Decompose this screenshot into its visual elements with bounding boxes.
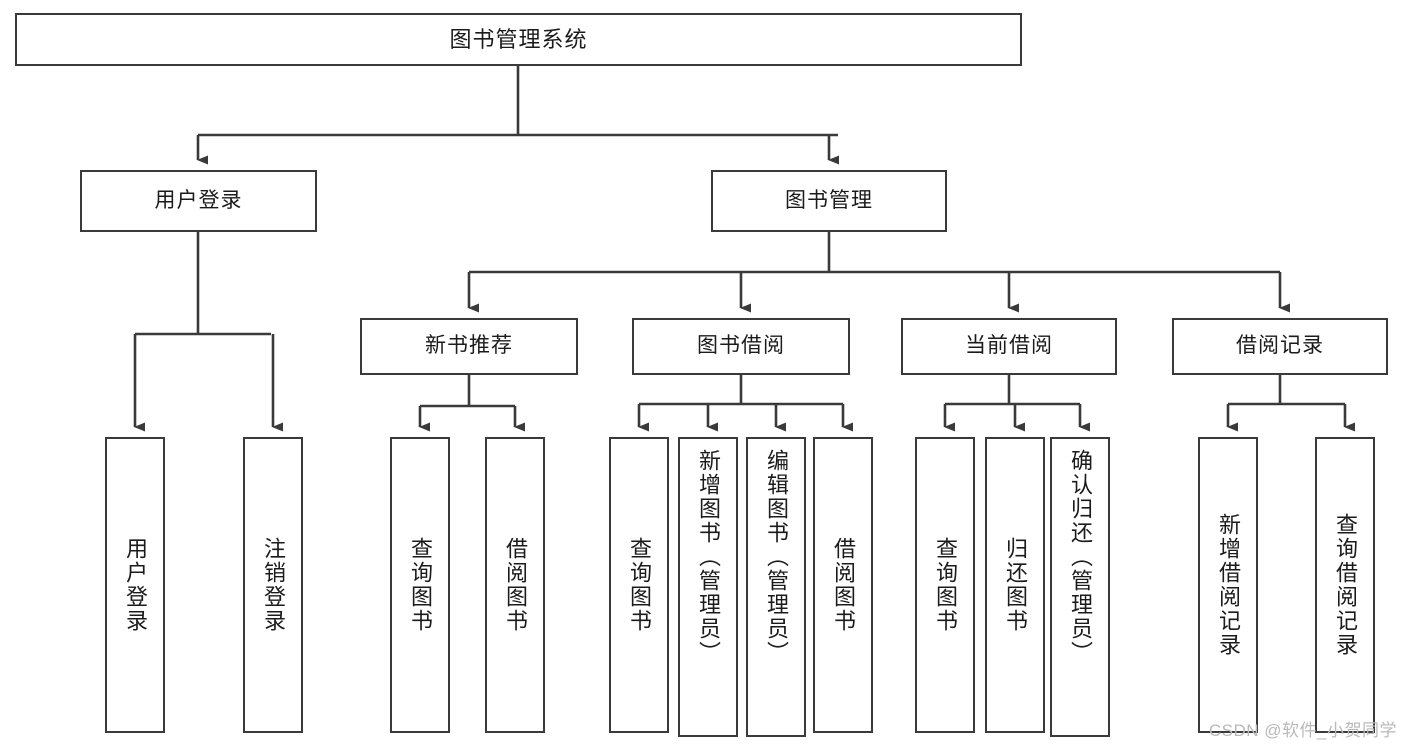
node-group-new-book-recommend[interactable]: 新书推荐 (360, 318, 578, 375)
node-label: 归还图书 (1003, 537, 1028, 633)
node-leaf-borrow-book[interactable]: 借阅图书 (813, 437, 873, 733)
node-leaf-user-logout[interactable]: 注销登录 (243, 437, 303, 733)
node-label: 借阅图书 (503, 537, 528, 633)
node-label: 新书推荐 (425, 334, 513, 358)
node-leaf-user-login[interactable]: 用户登录 (105, 437, 165, 733)
node-leaf-edit-book-admin[interactable]: 编辑图书（管理员） (746, 437, 806, 737)
node-group-book-borrow[interactable]: 图书借阅 (632, 318, 850, 375)
node-branch-book-management[interactable]: 图书管理 (711, 170, 947, 232)
node-branch-user-login[interactable]: 用户登录 (80, 170, 317, 232)
node-leaf-return-book[interactable]: 归还图书 (985, 437, 1045, 733)
node-leaf-borrow-book-recommend[interactable]: 借阅图书 (485, 437, 545, 733)
node-group-current-borrow[interactable]: 当前借阅 (901, 318, 1117, 375)
node-label: 图书管理系统 (449, 26, 588, 52)
node-label: 查询借阅记录 (1333, 513, 1358, 657)
node-label: 图书管理 (785, 188, 873, 212)
node-label: 查询图书 (408, 537, 433, 633)
node-leaf-confirm-return-admin[interactable]: 确认归还（管理员） (1050, 437, 1110, 737)
node-label: 图书借阅 (697, 334, 785, 358)
node-label: 注销登录 (261, 537, 286, 633)
node-label: 查询图书 (627, 537, 652, 633)
node-leaf-query-book-recommend[interactable]: 查询图书 (390, 437, 450, 733)
node-leaf-add-book-admin[interactable]: 新增图书（管理员） (678, 437, 738, 737)
node-root-system[interactable]: 图书管理系统 (15, 13, 1022, 66)
node-label: 查询图书 (933, 537, 958, 633)
node-group-borrow-record[interactable]: 借阅记录 (1172, 318, 1388, 375)
node-label: 借阅图书 (831, 537, 856, 633)
node-leaf-query-borrow-record[interactable]: 查询借阅记录 (1315, 437, 1375, 733)
node-label: 当前借阅 (965, 334, 1053, 358)
node-label: 用户登录 (123, 537, 148, 633)
node-label: 新增借阅记录 (1216, 513, 1241, 657)
watermark-text: CSDN @软件_小贺同学 (1208, 721, 1397, 740)
node-label: 新增图书（管理员） (696, 449, 721, 665)
node-leaf-query-book-borrow[interactable]: 查询图书 (609, 437, 669, 733)
node-label: 借阅记录 (1236, 334, 1324, 358)
node-label: 编辑图书（管理员） (764, 449, 789, 665)
node-label: 确认归还（管理员） (1068, 449, 1093, 665)
node-leaf-add-borrow-record[interactable]: 新增借阅记录 (1198, 437, 1258, 733)
node-leaf-query-book-current[interactable]: 查询图书 (915, 437, 975, 733)
node-label: 用户登录 (154, 188, 243, 212)
